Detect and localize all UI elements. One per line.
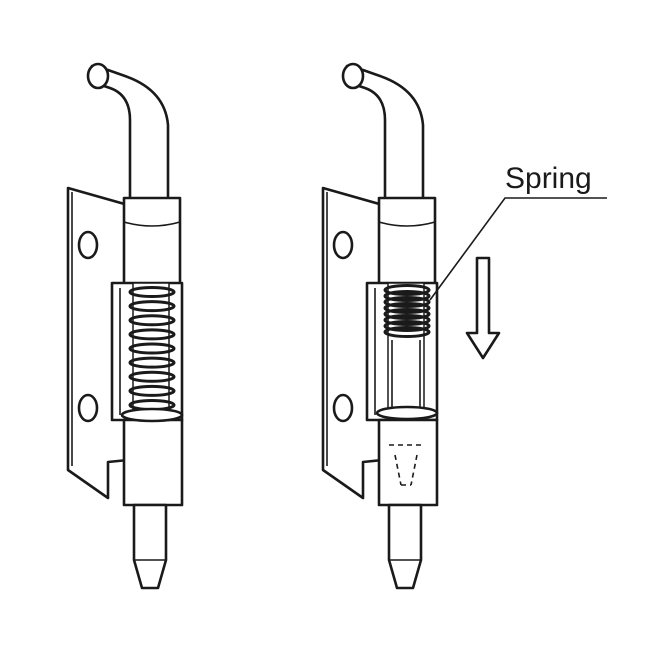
spring-coil — [383, 314, 431, 326]
spring-coil — [128, 370, 176, 383]
hinge-spring-extended — [66, 62, 184, 590]
spring-coil — [383, 302, 431, 314]
spring-coil — [383, 290, 431, 302]
spring-coils-extended — [128, 286, 176, 411]
spring-coil — [383, 284, 431, 296]
spring-coil — [128, 286, 176, 298]
hinge-spring-compressed — [321, 62, 439, 590]
spring-coil — [383, 326, 431, 338]
leader-line — [429, 197, 607, 301]
spring-coil — [383, 320, 431, 332]
spring-coil — [128, 300, 176, 313]
spring-coil — [128, 342, 176, 355]
spring-coil — [128, 328, 176, 341]
spring-coil — [383, 296, 431, 308]
spring-coil — [128, 356, 176, 369]
spring-coil — [128, 314, 176, 327]
spring-label: Spring — [505, 162, 592, 195]
spring-coils-compressed — [383, 284, 431, 338]
spring-coil — [383, 308, 431, 320]
spring-coil — [128, 384, 176, 397]
down-arrow-icon — [465, 256, 501, 360]
spring-callout: Spring — [429, 162, 607, 301]
